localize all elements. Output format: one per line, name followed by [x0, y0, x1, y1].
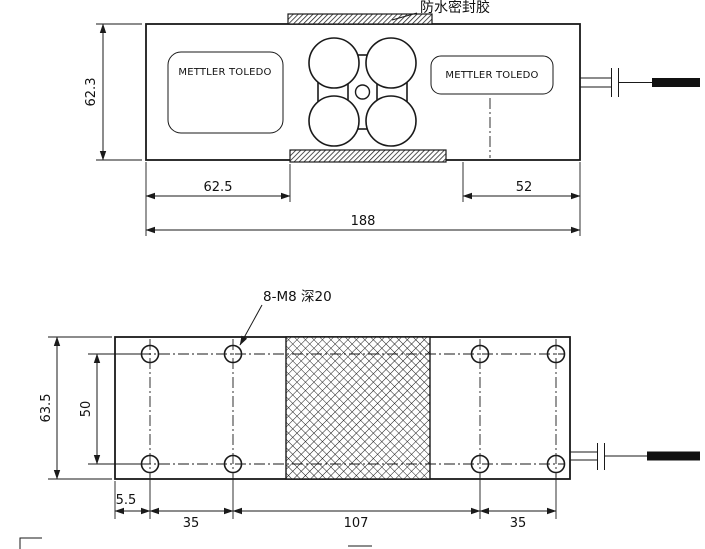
cable-top	[580, 68, 700, 97]
dimension-top-height: 62.3	[84, 23, 142, 161]
sealant-label: 防水密封胶	[420, 0, 490, 16]
mounting-hole	[140, 344, 160, 364]
binocular-cutout	[308, 37, 417, 147]
dim-text-35-right: 35	[510, 516, 527, 531]
cutout-lobe-bottom-left	[308, 95, 360, 147]
crosshatch-region	[285, 336, 431, 480]
cable-sleeve-bottom	[647, 451, 700, 461]
mounting-hole	[470, 344, 490, 364]
bottom-view: 8-M8 深20 63.5 50	[39, 289, 700, 531]
cable-bottom	[570, 443, 700, 470]
sealant-hatch-top	[287, 13, 433, 25]
brand-plate-right	[430, 55, 554, 95]
cable-sleeve-top	[652, 78, 700, 87]
dim-text-188: 188	[351, 214, 376, 229]
mounting-hole	[140, 454, 160, 474]
dimension-top-left-offset: 62.5	[145, 162, 291, 236]
dim-text-35-left: 35	[183, 516, 200, 531]
mounting-hole	[546, 344, 566, 364]
dimension-plate-height: 63.5	[39, 336, 112, 480]
dimension-hole-rows: 50	[79, 353, 140, 465]
mounting-hole	[470, 454, 490, 474]
brand-label-left: METTLER TOLEDO	[178, 67, 271, 78]
mounting-holes	[140, 344, 566, 474]
holes-leader-line	[239, 304, 263, 346]
dim-text-62-3: 62.3	[84, 78, 99, 107]
cutout-center-hole	[354, 84, 371, 100]
dim-text-62-5: 62.5	[204, 180, 233, 195]
cutout-lobe-top-right	[365, 37, 417, 89]
dimension-bottom-chain: 5.5 35 107 35	[114, 474, 557, 531]
holes-callout-label: 8-M8 深20	[263, 289, 332, 305]
dimension-top-total-length: 188	[145, 214, 581, 234]
brand-label-right: METTLER TOLEDO	[445, 70, 538, 81]
dim-text-63-5: 63.5	[39, 394, 54, 423]
mounting-hole	[223, 454, 243, 474]
top-view: METTLER TOLEDO METTLER TOLEDO 防水密封胶	[84, 0, 700, 236]
dim-text-107: 107	[344, 516, 369, 531]
cutout-lobe-top-left	[308, 37, 360, 89]
dim-text-52: 52	[516, 180, 533, 195]
dimension-top-right-offset: 52	[462, 162, 581, 236]
mounting-hole	[546, 454, 566, 474]
brand-plate-left	[167, 51, 284, 134]
mounting-hole	[223, 344, 243, 364]
dim-text-5-5: 5.5	[116, 493, 137, 508]
cutout-lobe-bottom-right	[365, 95, 417, 147]
frame-corner-marks	[19, 537, 372, 549]
sealant-leader-line	[391, 12, 418, 21]
dim-text-50: 50	[79, 401, 94, 418]
sealant-hatch-bottom	[289, 149, 447, 163]
